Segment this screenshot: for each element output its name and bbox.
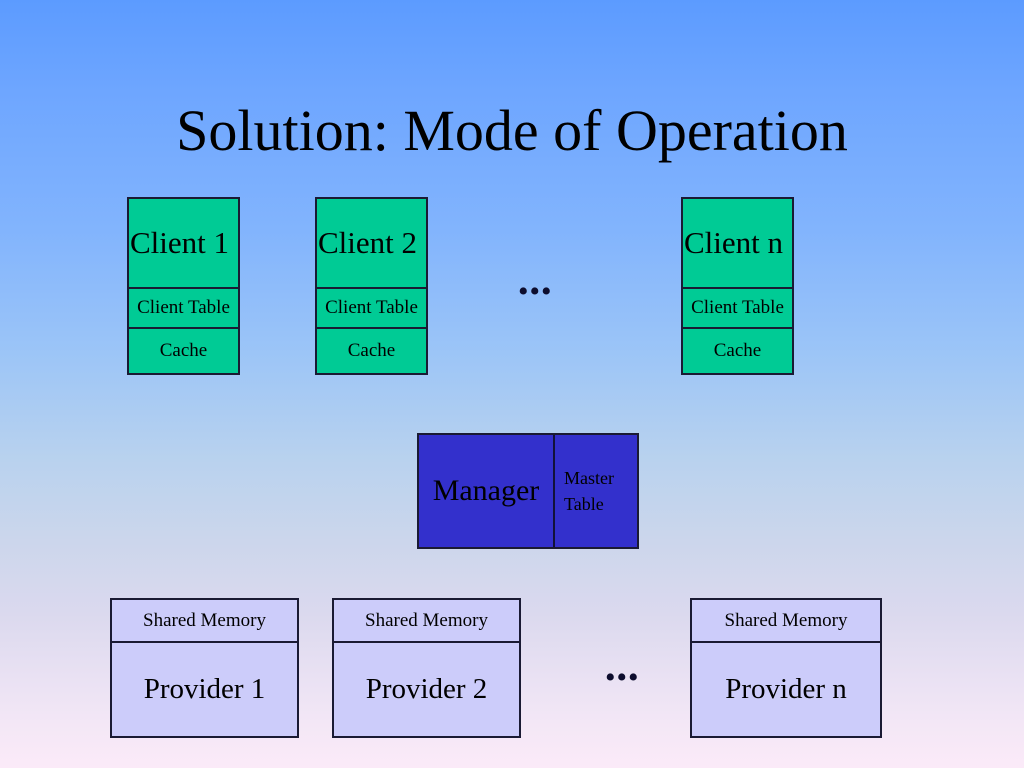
provider-node-1-title: Provider 1	[143, 673, 266, 705]
manager-master-table-label: Master Table	[555, 435, 637, 547]
client-node-1-table-label: Client Table	[129, 289, 238, 329]
provider-node-2[interactable]: Shared Memory Provider 2	[332, 598, 521, 738]
page-title: Solution: Mode of Operation	[176, 98, 848, 163]
client-node-n-table-label: Client Table	[683, 289, 792, 329]
client-node-n[interactable]: Client n Client Table Cache	[681, 197, 794, 375]
clients-ellipsis: •••	[518, 275, 553, 308]
client-node-1-cache-label: Cache	[159, 340, 208, 361]
provider-node-n[interactable]: Shared Memory Provider n	[690, 598, 882, 738]
provider-node-n-title: Provider n	[725, 673, 847, 705]
manager-master-table-line-1: Master	[564, 468, 614, 488]
client-node-n-cache-label: Cache	[713, 340, 762, 361]
provider-node-1[interactable]: Shared Memory Provider 1	[110, 598, 299, 738]
manager-node[interactable]: Manager Master Table	[417, 433, 639, 549]
client-node-2-table-label: Client Table	[317, 289, 426, 329]
provider-node-n-shared-memory-label: Shared Memory	[692, 600, 880, 643]
client-node-1[interactable]: Client 1 Client Table Cache	[127, 197, 240, 375]
client-node-2[interactable]: Client 2 Client Table Cache	[315, 197, 428, 375]
provider-node-2-title: Provider 2	[365, 673, 488, 705]
client-node-2-cache-label: Cache	[347, 340, 396, 361]
client-node-2-title: Client 2	[317, 199, 426, 289]
provider-node-1-shared-memory-label: Shared Memory	[112, 600, 297, 643]
client-node-1-title: Client 1	[129, 199, 238, 289]
providers-ellipsis: •••	[605, 661, 640, 694]
manager-node-title: Manager	[419, 435, 555, 547]
client-node-n-title: Client n	[683, 199, 792, 289]
manager-master-table-line-2: Table	[564, 494, 604, 514]
provider-node-2-shared-memory-label: Shared Memory	[334, 600, 519, 643]
